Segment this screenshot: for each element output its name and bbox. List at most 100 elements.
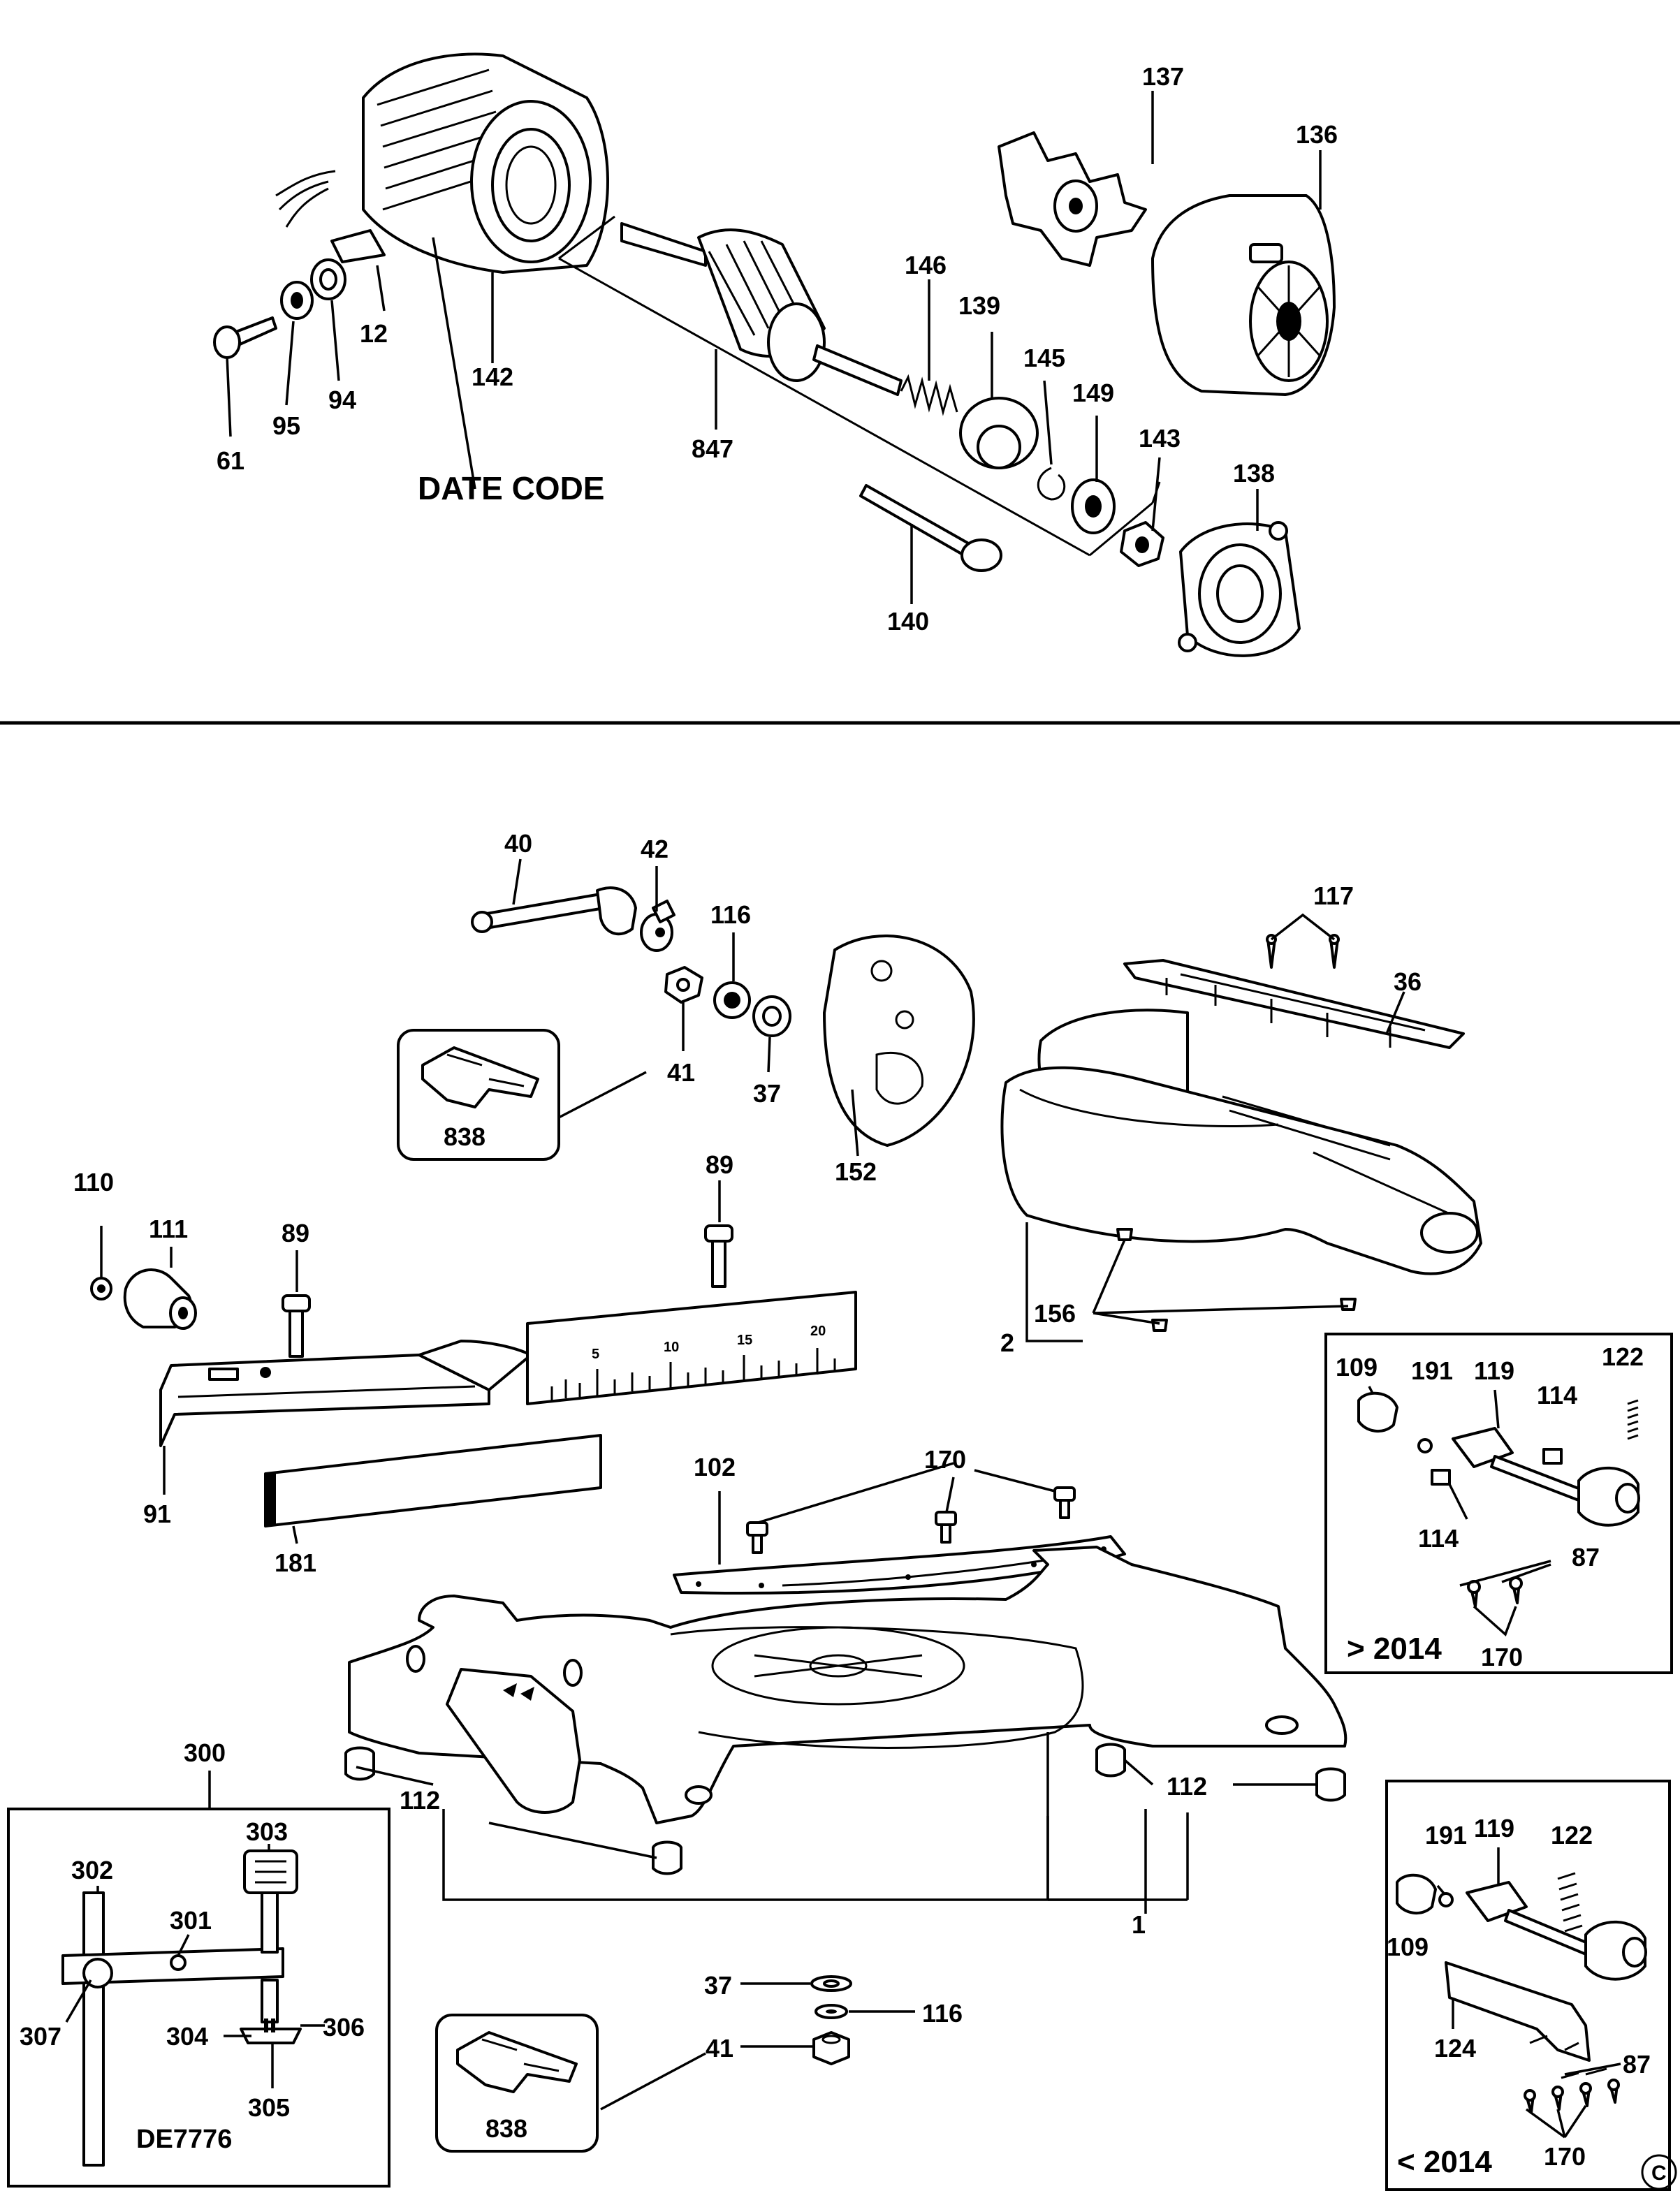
- callout-124-before: 124: [1434, 2034, 1476, 2063]
- stop-42: [640, 900, 675, 952]
- callout-61: 61: [217, 446, 244, 475]
- callout-143: 143: [1139, 424, 1181, 453]
- screw-61: [213, 316, 277, 359]
- callout-304: 304: [166, 2022, 208, 2051]
- callout-87-before: 87: [1623, 2050, 1651, 2079]
- bracket-838-top: [421, 1046, 539, 1108]
- revision-before-2014: < 2014: [1397, 2145, 1492, 2179]
- detail-box-before-2014: [1385, 1780, 1671, 2191]
- nut-41-bottom: [812, 2031, 850, 2065]
- upper-arm-36: [1123, 959, 1465, 1049]
- callout-89-left: 89: [282, 1219, 309, 1247]
- callout-102: 102: [694, 1453, 736, 1481]
- date-code-label: DATE CODE: [418, 470, 605, 506]
- bracket-838-bottom: [456, 2031, 578, 2093]
- callout-119-after: 119: [1474, 1356, 1514, 1385]
- bolt-89-right: [704, 1224, 733, 1288]
- bolt-140: [859, 484, 1002, 572]
- callout-307: 307: [20, 2022, 61, 2051]
- callout-306: 306: [323, 2013, 365, 2042]
- nut-143: [1120, 521, 1164, 567]
- lock-lever-40: [471, 886, 637, 936]
- callout-94: 94: [328, 386, 356, 414]
- callout-119-before: 119: [1474, 1814, 1514, 1842]
- callout-145: 145: [1023, 344, 1065, 372]
- callout-303: 303: [246, 1817, 288, 1846]
- washer-95: [280, 281, 314, 320]
- detail-box-838-top: [397, 1029, 560, 1161]
- callout-114-after-bottom: 114: [1418, 1524, 1459, 1553]
- callout-116-top: 116: [710, 900, 751, 929]
- bearing-149: [1071, 478, 1116, 534]
- callout-140: 140: [887, 607, 929, 636]
- base-1: [348, 1546, 1347, 1824]
- callout-116-bottom: 116: [922, 1999, 963, 2028]
- washer-37-top: [752, 995, 791, 1037]
- leader-lines-bottom: [65, 858, 1621, 2139]
- detail-box-after-2014: [1324, 1333, 1673, 1674]
- callout-149: 149: [1072, 379, 1114, 407]
- callout-37-bottom: 37: [704, 1971, 732, 2000]
- spring-146: [900, 374, 958, 416]
- callout-122-after: 122: [1602, 1342, 1644, 1371]
- bevel-scale-102: [673, 1535, 1126, 1595]
- pins-156: [1116, 1228, 1357, 1332]
- callout-152: 152: [835, 1157, 877, 1186]
- callout-191-after: 191: [1411, 1356, 1453, 1385]
- plate-152: [823, 935, 975, 1147]
- scale-5: 5: [592, 1347, 599, 1362]
- screws-117: [1266, 934, 1340, 969]
- bearing-139: [959, 397, 1039, 469]
- washer-37-bottom: [810, 1975, 852, 1992]
- clip-145: [1037, 467, 1066, 501]
- callout-36: 36: [1394, 967, 1422, 996]
- callout-156: 156: [1034, 1299, 1076, 1328]
- fence-facing-181: [264, 1434, 602, 1527]
- callout-114-after-top: 114: [1537, 1381, 1577, 1409]
- callout-112-right: 112: [1167, 1772, 1207, 1801]
- callout-91: 91: [143, 1500, 171, 1528]
- callout-89-right: 89: [706, 1150, 733, 1179]
- callout-37-top: 37: [753, 1079, 781, 1108]
- washer-116-bottom: [815, 2004, 848, 2019]
- callout-1: 1: [1132, 1910, 1146, 1939]
- callout-301: 301: [170, 1906, 212, 1935]
- lock-assembly-after-2014: [1357, 1391, 1640, 1608]
- callout-41-bottom: 41: [706, 2034, 733, 2063]
- turntable-arm-2: [1000, 1009, 1482, 1275]
- callout-142: 142: [472, 362, 513, 391]
- clamp-300: [61, 1849, 302, 2167]
- end-bracket-138: [1178, 521, 1301, 657]
- fence-scale: 5 10 15 20: [526, 1291, 857, 1405]
- callout-109-after: 109: [1336, 1353, 1378, 1382]
- scale-20: 20: [810, 1324, 826, 1339]
- scale-10: 10: [664, 1340, 679, 1355]
- bolt-89-left: [282, 1294, 311, 1358]
- callout-136: 136: [1296, 120, 1338, 149]
- callout-139: 139: [958, 291, 1000, 320]
- callout-305: 305: [248, 2093, 290, 2122]
- callout-847: 847: [692, 434, 733, 463]
- callout-42: 42: [641, 835, 669, 863]
- motor-cover-136: [1151, 194, 1336, 396]
- lock-assembly-before-2014: [1396, 1872, 1647, 2114]
- washer-94: [310, 258, 346, 300]
- callout-122-before: 122: [1551, 1821, 1593, 1849]
- callout-87-after: 87: [1572, 1543, 1600, 1571]
- callout-41-top: 41: [667, 1058, 695, 1087]
- callout-302: 302: [71, 1856, 113, 1884]
- callout-95: 95: [272, 411, 300, 440]
- callout-191-before: 191: [1425, 1821, 1467, 1849]
- detail-box-838-bottom: [435, 2014, 599, 2153]
- scale-15: 15: [737, 1333, 752, 1348]
- feet-112: [344, 1743, 1346, 1875]
- nut-41-top: [664, 966, 703, 1004]
- callout-838-bottom: 838: [485, 2114, 527, 2143]
- callout-40: 40: [504, 829, 532, 858]
- callout-300: 300: [184, 1738, 226, 1767]
- fan-137: [998, 131, 1147, 267]
- callout-2: 2: [1000, 1328, 1014, 1357]
- tab-12: [330, 229, 386, 263]
- callout-146: 146: [905, 251, 947, 279]
